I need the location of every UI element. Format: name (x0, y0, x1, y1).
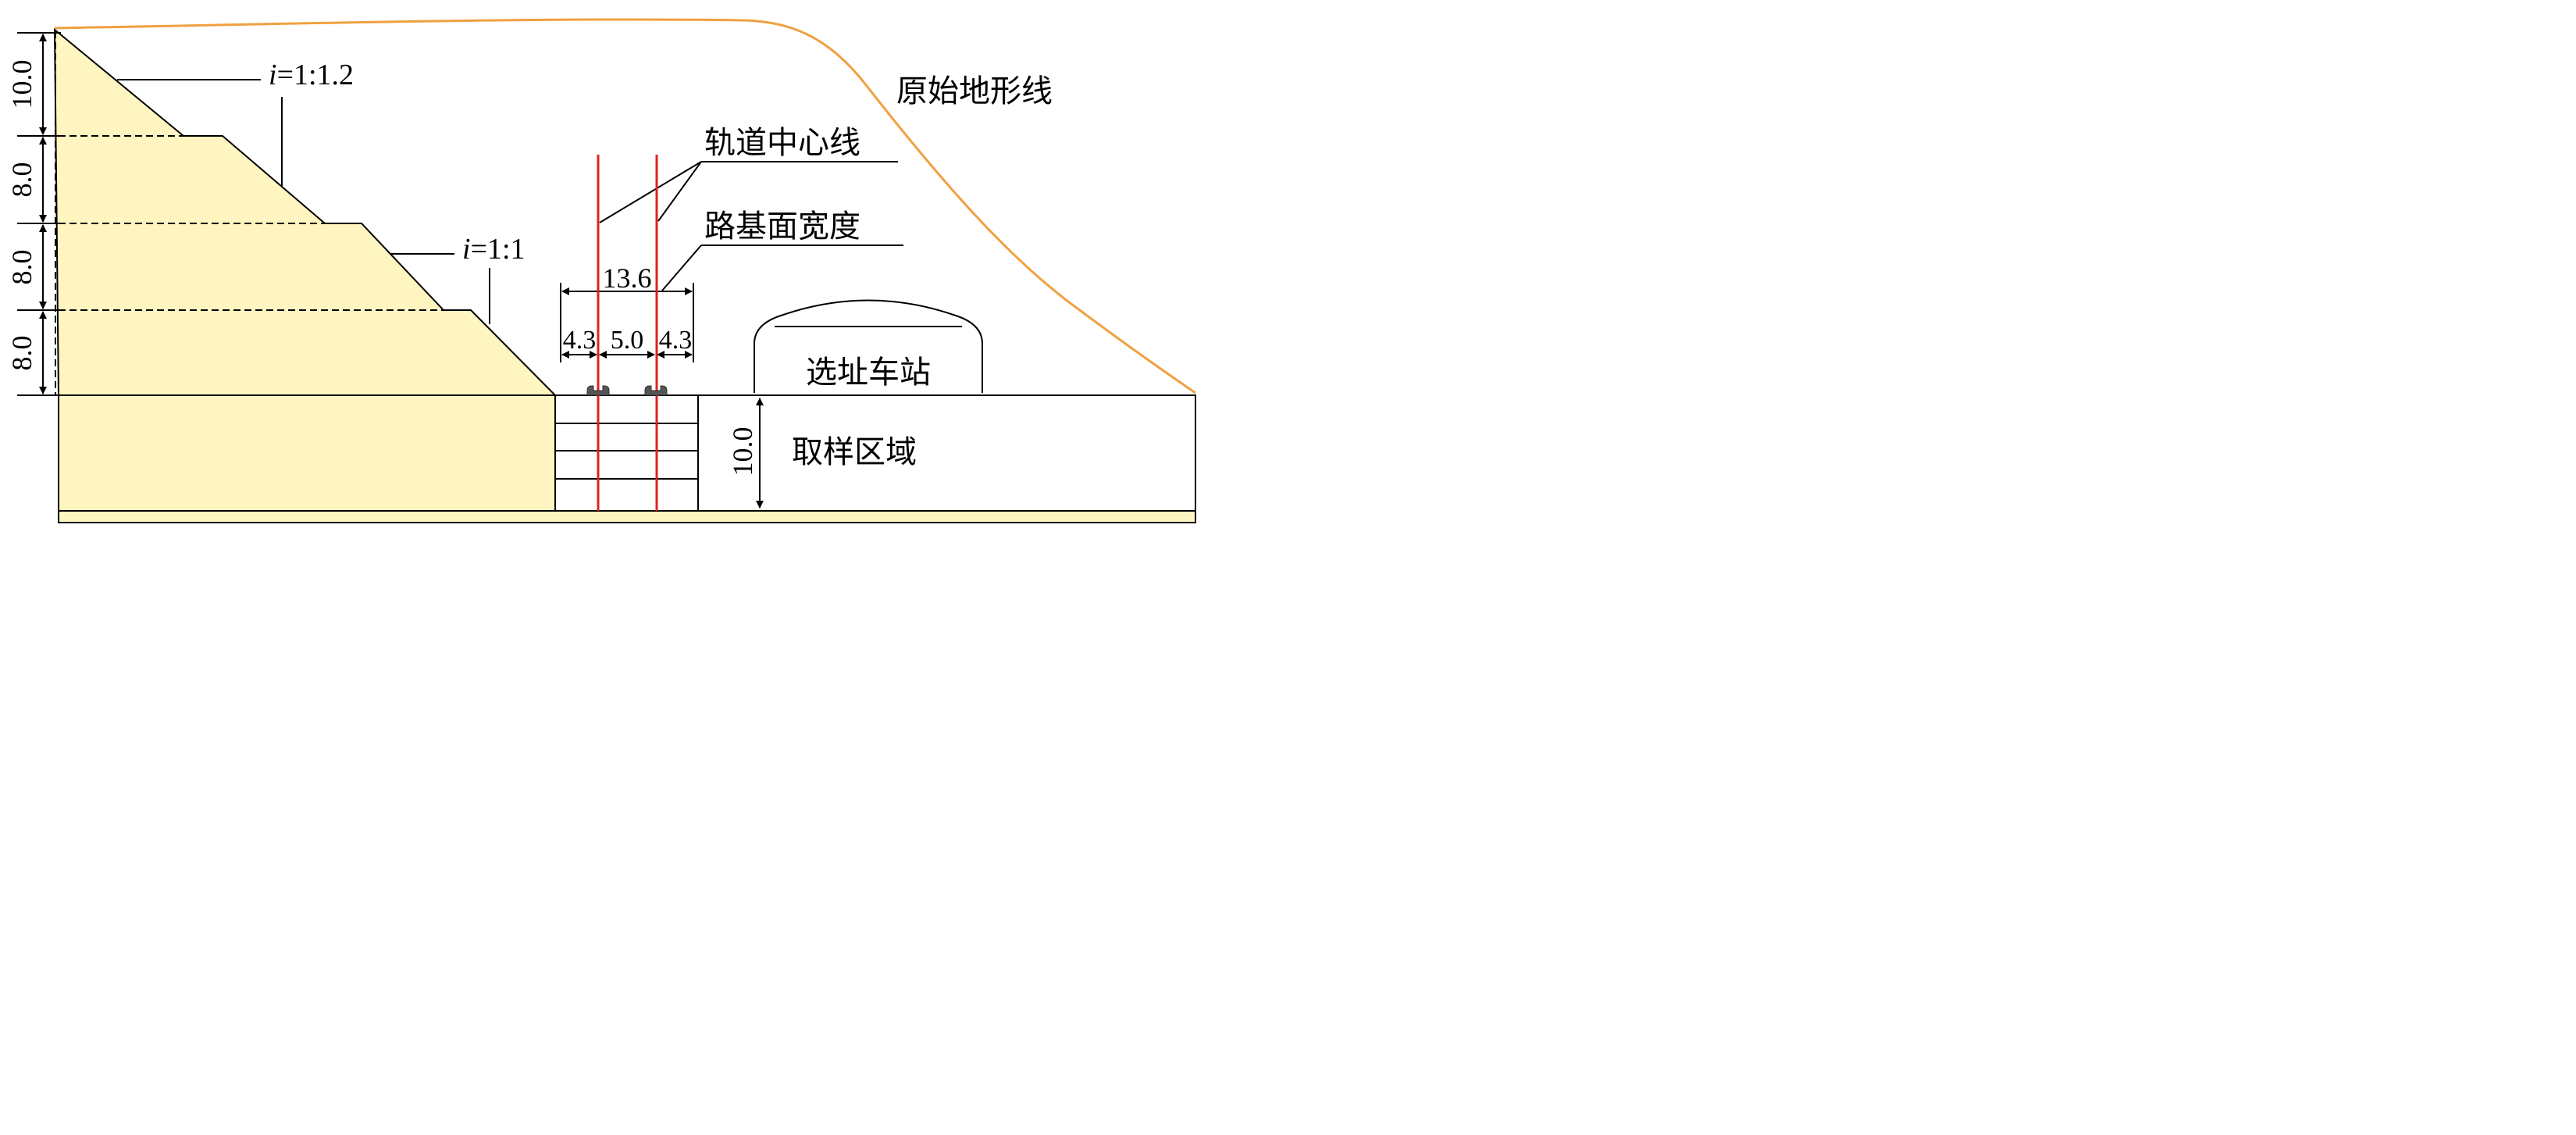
subgrade-total-label: 13.6 (603, 262, 652, 294)
rail-icon (586, 385, 610, 396)
left-base-block (58, 394, 556, 512)
rail-icon (644, 385, 668, 396)
bottom-strip (58, 510, 1196, 523)
track-centerline-label: 轨道中心线 (704, 125, 860, 161)
subgrade-left-label: 4.3 (563, 326, 597, 355)
slope-ratio-upper-label: i=1:1.2 (269, 59, 354, 91)
leader-line (661, 244, 702, 291)
bench-height-label: 8.0 (6, 336, 37, 371)
sampling-depth-label: 10.0 (727, 427, 758, 476)
slope-ratio-lower-label: i=1:1 (462, 233, 526, 266)
station-label: 选址车站 (806, 355, 931, 391)
subgrade-width-label: 路基面宽度 (704, 209, 860, 244)
bench-height-label: 8.0 (6, 250, 37, 285)
subgrade-middle-label: 5.0 (611, 326, 644, 355)
center-base-block (554, 394, 699, 512)
sampling-area-label: 取样区域 (792, 434, 917, 470)
leader-line (657, 161, 702, 222)
leader-line (599, 161, 702, 223)
original-terrain-line (54, 18, 1196, 394)
station-building (754, 299, 983, 393)
diagram-canvas: 10.0 8.0 8.0 8.0 i=1:1.2 i=1:1 原始地形线 轨道中… (6, 18, 1196, 523)
benched-slope (53, 27, 558, 396)
sampling-area-block (697, 394, 1196, 512)
bench-height-label: 10.0 (6, 60, 37, 109)
bench-height-label: 8.0 (6, 162, 37, 198)
terrain-label: 原始地形线 (896, 73, 1053, 109)
subgrade-right-label: 4.3 (659, 326, 693, 355)
cross-section-diagram: 10.0 8.0 8.0 8.0 i=1:1.2 i=1:1 原始地形线 轨道中… (0, 0, 1224, 537)
